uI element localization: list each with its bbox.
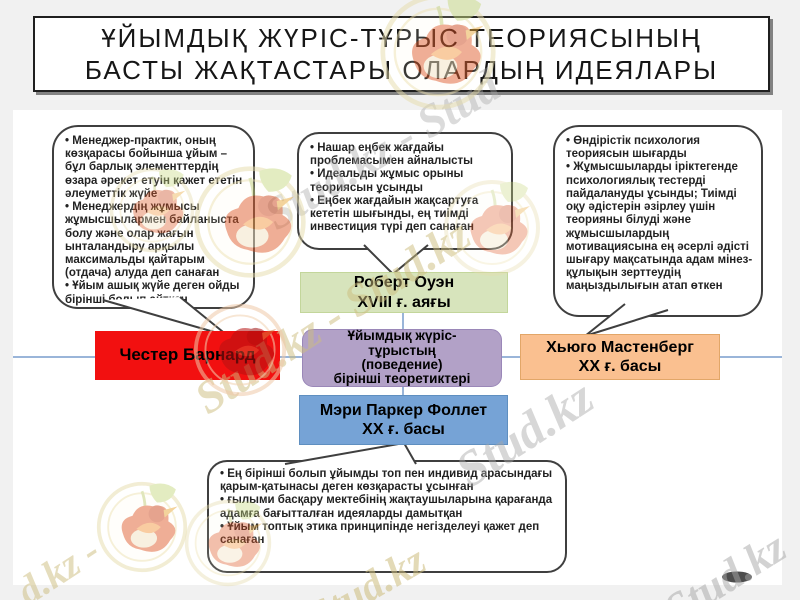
node-mary-parker-follett-name: Мэри Паркер Фоллет [319,401,488,419]
slide-title-box: ҰЙЫМДЫҚ ЖҮРІС-ТҰРЫС ТЕОРИЯСЫНЫҢ БАСТЫ ЖА… [33,16,770,92]
node-hugo-munsterberg: Хьюго Мастенберг XX ғ. басы [520,334,720,380]
node-chester-barnard: Честер Барнард [95,331,280,380]
node-hugo-munsterberg-period: XX ғ. басы [578,358,662,375]
node-chester-barnard-name: Честер Барнард [119,345,256,365]
slide-title-line2: БАСТЫ ЖАҚТАСТАРЫ ОЛАРДЫҢ ИДЕЯЛАРЫ [84,55,719,85]
node-central-theorists: Ұйымдық жүріс- тұрыстың (поведение) бірі… [302,329,502,387]
callout-top-left: • Менеджер-практик, оның көзқарасы бойын… [52,125,255,309]
callout-top-right: • Өндірістік психология теориясын шығард… [553,125,763,317]
node-hugo-munsterberg-name: Хьюго Мастенберг [546,338,694,356]
callout-top-left-text: • Менеджер-практик, оның көзқарасы бойын… [65,135,243,306]
callout-top-middle: • Нашар еңбек жағдайы проблемасымен айна… [297,132,513,250]
callout-top-middle-text: • Нашар еңбек жағдайы проблемасымен айна… [310,142,479,234]
node-robert-owen: Роберт Оуэн XVIII ғ. аяғы [300,272,508,313]
node-mary-parker-follett: Мэри Паркер Фоллет XX ғ. басы [299,395,508,445]
callout-top-right-text: • Өндірістік психология теориясын шығард… [566,135,753,293]
node-mary-parker-follett-period: XX ғ. басы [362,421,445,438]
callout-bottom-text: • Ең бірінші болып ұйымды топ пен индиви… [220,468,553,547]
slide-title-line1: ҰЙЫМДЫҚ ЖҮРІС-ТҰРЫС ТЕОРИЯСЫНЫҢ [101,22,702,53]
node-robert-owen-name: Роберт Оуэн [353,274,455,292]
node-robert-owen-period: XVIII ғ. аяғы [357,293,451,311]
callout-bottom: • Ең бірінші болып ұйымды топ пен индиви… [207,460,567,573]
